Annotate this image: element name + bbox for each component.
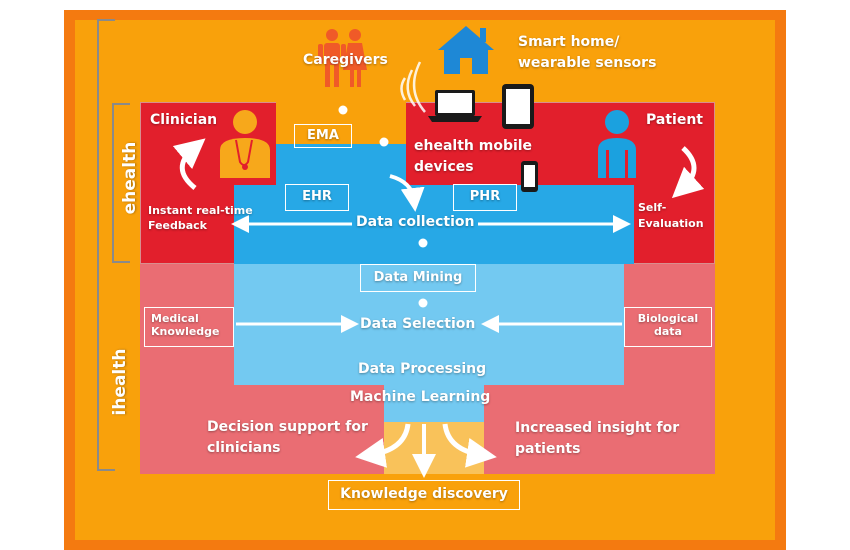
ema-box: EMA <box>294 124 352 148</box>
signal-waves-icon <box>400 61 426 113</box>
biological-data-line2: data <box>654 325 682 338</box>
ihealth-label: ihealth <box>110 348 130 416</box>
phr-box: PHR <box>453 184 517 211</box>
biological-data-line1: Biological <box>637 312 699 325</box>
house-icon <box>438 26 494 74</box>
knowledge-discovery-box: Knowledge discovery <box>328 480 520 510</box>
smart-home-label-line2: wearable sensors <box>518 55 657 71</box>
ehealth-label: ehealth <box>120 141 140 215</box>
self-evaluation-line2: Evaluation <box>638 217 704 230</box>
machine-learning-block <box>384 385 484 422</box>
data-processing-label: Data Processing <box>358 361 487 377</box>
person-icon <box>598 110 636 178</box>
phone-icon <box>521 161 538 192</box>
insight-line2: patients <box>515 441 581 457</box>
data-mining-box: Data Mining <box>360 264 476 292</box>
medical-knowledge-line2: Knowledge <box>151 325 220 338</box>
self-evaluation-line1: Self- <box>638 201 667 214</box>
mobile-devices-line2: devices <box>414 159 474 175</box>
machine-learning-label: Machine Learning <box>350 389 491 405</box>
feedback-label-line1: Instant real-time <box>148 204 253 217</box>
medical-knowledge-box: Medical Knowledge <box>144 307 234 347</box>
patient-label: Patient <box>646 112 703 128</box>
feedback-label-line2: Feedback <box>148 219 207 232</box>
mobile-devices-line1: ehealth mobile <box>414 138 533 154</box>
caregivers-label: Caregivers <box>303 52 388 68</box>
ehr-box: EHR <box>285 184 349 211</box>
people-icon <box>318 29 367 87</box>
data-collection-label: Data collection <box>356 214 475 230</box>
decision-support-line1: Decision support for <box>207 419 368 435</box>
insight-line1: Increased insight for <box>515 420 680 436</box>
decision-support-line2: clinicians <box>207 440 281 456</box>
tablet-icon <box>502 84 534 129</box>
biological-data-box: Biological data <box>624 307 712 347</box>
laptop-icon <box>428 90 482 122</box>
data-selection-label: Data Selection <box>360 316 476 332</box>
smart-home-label-line1: Smart home/ <box>518 34 620 50</box>
clinician-label: Clinician <box>150 112 218 128</box>
doctor-icon <box>220 110 270 178</box>
patient-cycle-arrow <box>671 146 705 199</box>
medical-knowledge-line1: Medical <box>151 312 199 325</box>
data-collection-block <box>276 144 406 186</box>
clinician-cycle-arrow <box>172 138 206 190</box>
